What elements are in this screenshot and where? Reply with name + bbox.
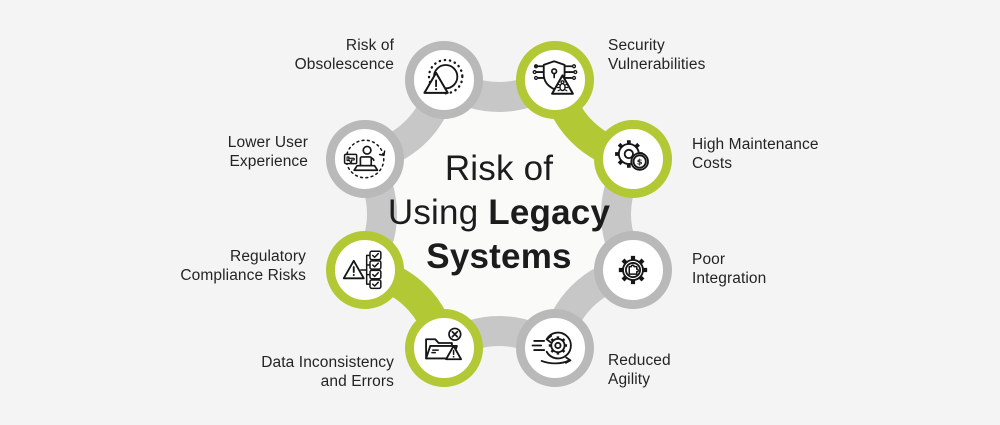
label-line: Regulatory: [230, 248, 306, 265]
gear-dollar-icon: $: [608, 134, 658, 184]
agile-sprint-gear-icon: [530, 323, 580, 373]
label-data-inconsistency-and-errors: Data Inconsistency and Errors: [261, 354, 394, 391]
label-line: High Maintenance: [692, 136, 819, 153]
label-security-vulnerabilities: Security Vulnerabilities: [608, 37, 705, 74]
node-lower-user-experience: [326, 119, 404, 198]
label-poor-integration: Poor Integration: [692, 251, 766, 288]
warning-checklist-icon: [340, 245, 390, 295]
label-line: Risk of: [345, 37, 394, 54]
center-circle: [386, 101, 612, 327]
label-line: Compliance Risks: [180, 266, 306, 284]
svg-text:$: $: [637, 156, 643, 166]
page-title: Risk of Using Legacy Systems: [349, 147, 649, 279]
node-high-maintenance-costs: $: [594, 119, 672, 198]
obsolescence-warning-icon: [419, 55, 469, 105]
shield-bug-icon: [530, 55, 580, 105]
label-line: Integration: [692, 269, 767, 287]
folder-error-icon: [419, 323, 469, 373]
label-lower-user-experience: Lower User Experience: [228, 134, 308, 171]
label-line: Agility: [608, 370, 651, 388]
node-risk-of-obsolescence: [404, 41, 483, 119]
node-data-inconsistency-and-errors: [404, 309, 483, 387]
title-line-1: Risk of: [444, 149, 554, 188]
label-line: Reduced: [608, 352, 671, 369]
label-line: Lower User: [227, 134, 308, 151]
label-line: Costs: [692, 154, 733, 172]
label-line: Vulnerabilities: [608, 55, 706, 73]
node-regulatory-compliance-risks: [326, 230, 404, 309]
label-line: and Errors: [320, 372, 394, 390]
label-line: Data Inconsistency: [261, 354, 394, 371]
label-line: Poor: [692, 251, 726, 268]
gear-puzzle-icon: [608, 245, 658, 295]
node-reduced-agility: [515, 309, 594, 387]
label-regulatory-compliance-risks: Regulatory Compliance Risks: [180, 248, 306, 285]
title-line-2: Using Legacy: [387, 193, 611, 232]
label-line: Experience: [229, 152, 308, 170]
label-line: Obsolescence: [294, 55, 394, 73]
node-security-vulnerabilities: [515, 41, 594, 119]
label-high-maintenance-costs: High Maintenance Costs: [692, 136, 819, 173]
label-reduced-agility: Reduced Agility: [608, 352, 671, 389]
label-line: Security: [608, 37, 665, 54]
user-thumbs-down-icon: [340, 134, 390, 184]
node-poor-integration: [594, 230, 672, 309]
label-risk-of-obsolescence: Risk of Obsolescence: [295, 37, 394, 74]
title-line-3: Systems: [426, 237, 572, 276]
